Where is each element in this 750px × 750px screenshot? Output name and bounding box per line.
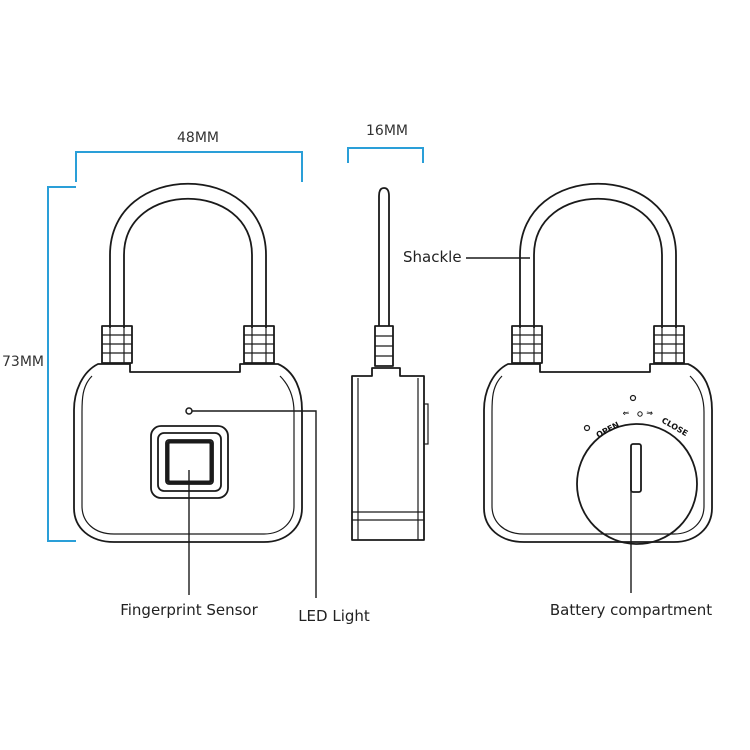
led-leader	[192, 410, 317, 598]
width-dimension: 48MM	[75, 130, 303, 182]
back-shackle	[519, 183, 677, 328]
open-label: OPEN	[595, 420, 621, 440]
open-arrow-icon: ⇐	[622, 408, 630, 418]
close-label: CLOSE	[660, 416, 689, 438]
back-collar-left	[511, 325, 543, 364]
back-body	[483, 363, 713, 543]
open-indicator-dot	[583, 424, 591, 432]
front-shackle	[109, 183, 267, 328]
side-view-padlock	[351, 187, 429, 541]
back-collar-right	[653, 325, 685, 364]
depth-dimension-label: 16MM	[366, 123, 408, 139]
mid-indicator-dot	[629, 394, 637, 402]
depth-dimension: 16MM	[347, 123, 424, 163]
led-light-dot	[185, 407, 193, 415]
back-view-padlock: OPEN ⇐ ⇒ CLOSE	[466, 183, 713, 593]
front-view-padlock	[73, 183, 317, 598]
height-dimension-label: 73MM	[2, 354, 44, 370]
side-shackle	[378, 187, 390, 326]
fingerprint-sensor-label: Fingerprint Sensor	[120, 601, 258, 619]
battery-compartment-label: Battery compartment	[550, 601, 712, 619]
front-collar-left	[101, 325, 133, 364]
close-arrow-icon: ⇒	[646, 408, 654, 418]
side-body	[351, 367, 425, 541]
width-dimension-label: 48MM	[177, 130, 219, 146]
height-dimension: 73MM	[2, 186, 76, 542]
front-collar-right	[243, 325, 275, 364]
battery-cover: OPEN ⇐ ⇒ CLOSE	[576, 394, 698, 545]
led-light-label: LED Light	[298, 607, 370, 625]
front-body	[73, 363, 303, 543]
shackle-label: Shackle	[403, 248, 462, 266]
